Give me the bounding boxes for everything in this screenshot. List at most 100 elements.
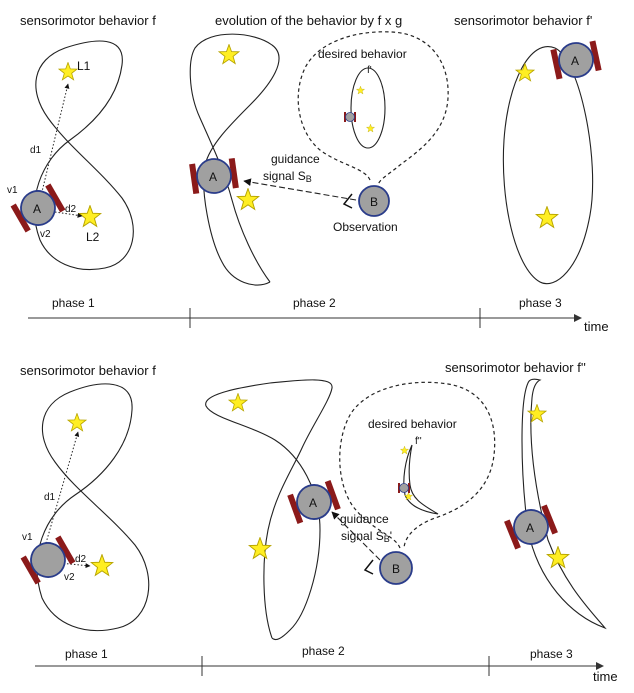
wheel-right bbox=[589, 40, 602, 72]
bottom-timeline-arrowhead bbox=[596, 662, 604, 670]
top-star-phase3-b bbox=[535, 206, 559, 228]
top-label-L2: L2 bbox=[86, 230, 100, 244]
top-title-phase3: sensorimotor behavior f' bbox=[454, 13, 592, 28]
bottom-robot-B bbox=[379, 551, 413, 585]
top-desired-mini-robot bbox=[344, 112, 356, 122]
bottom-robot-A-label-phase3: A bbox=[526, 521, 534, 535]
top-distance-line-d1 bbox=[39, 83, 70, 201]
bottom-title-phase1: sensorimotor behavior f bbox=[20, 363, 156, 378]
top-desired-trajectory bbox=[350, 67, 386, 149]
top-label-d2: d2 bbox=[65, 204, 77, 215]
top-label-d1: d1 bbox=[30, 145, 42, 156]
top-observation-label: Observation bbox=[333, 220, 398, 234]
bottom-guidance-line1: guidance bbox=[340, 512, 389, 526]
top-robot-A-phase1 bbox=[10, 183, 66, 233]
bottom-panel: sensorimotor behavior f sensorimotor beh… bbox=[20, 360, 618, 684]
bottom-phase2-trajectory bbox=[205, 379, 333, 641]
bottom-desired-star-b bbox=[404, 492, 413, 501]
top-phase3-label: phase 3 bbox=[519, 296, 562, 310]
bottom-robot-A-phase2 bbox=[287, 480, 341, 524]
wheel-left bbox=[287, 493, 304, 524]
bottom-eye-icon bbox=[363, 559, 374, 575]
top-distance-line-d2 bbox=[54, 211, 83, 218]
robot-body bbox=[20, 190, 56, 226]
bottom-label-v1: v1 bbox=[22, 532, 33, 543]
top-label-v1: v1 bbox=[7, 185, 18, 196]
wheel-right bbox=[55, 535, 76, 565]
bottom-desired-f-label: f'' bbox=[415, 436, 422, 447]
bottom-desired-trajectory bbox=[403, 444, 439, 515]
bottom-phase2-label: phase 2 bbox=[302, 644, 345, 658]
top-desired-star-b bbox=[366, 124, 375, 133]
bottom-star-phase3-b bbox=[546, 546, 570, 568]
bottom-star-L2 bbox=[90, 554, 114, 576]
bottom-robot-A-phase3 bbox=[504, 504, 558, 550]
bottom-guidance-line2: signal SB' bbox=[341, 529, 392, 544]
bottom-phase1-label: phase 1 bbox=[65, 647, 108, 661]
robot-body bbox=[196, 158, 232, 194]
bottom-label-d1: d1 bbox=[44, 492, 56, 503]
bottom-label-d2: d2 bbox=[75, 554, 87, 565]
top-robot-A-label-phase2: A bbox=[209, 170, 217, 184]
top-star-phase2-b bbox=[236, 188, 260, 210]
bottom-star-phase2-b bbox=[248, 537, 272, 559]
wheel-right bbox=[541, 504, 558, 535]
bottom-distance-line-d1 bbox=[43, 431, 80, 551]
top-timeline-arrowhead bbox=[574, 314, 582, 322]
top-guidance-line2: signal SB bbox=[263, 169, 312, 184]
top-star-phase2-a bbox=[218, 44, 240, 65]
top-time-label: time bbox=[584, 319, 609, 334]
top-star-phase3-a bbox=[515, 63, 535, 82]
top-robot-B bbox=[358, 185, 390, 217]
top-robot-B-label: B bbox=[370, 195, 378, 209]
top-title-phase2: evolution of the behavior by f x g bbox=[215, 13, 402, 28]
wheel-left bbox=[550, 48, 563, 80]
wheel-right bbox=[324, 480, 341, 511]
top-desired-f-label: f' bbox=[367, 65, 372, 76]
bottom-desired-star-a bbox=[400, 446, 409, 455]
top-phase1-label: phase 1 bbox=[52, 296, 95, 310]
bottom-robot-A-label-phase2: A bbox=[309, 496, 317, 510]
top-robot-A-label-phase1: A bbox=[33, 202, 41, 216]
bottom-desired-behavior-bubble bbox=[339, 381, 496, 549]
top-star-L1 bbox=[58, 62, 78, 81]
bottom-desired-behavior-label: desired behavior bbox=[368, 417, 457, 431]
top-phase2-label: phase 2 bbox=[293, 296, 336, 310]
robot-body bbox=[513, 509, 549, 545]
top-label-v2: v2 bbox=[40, 229, 51, 240]
bottom-star-phase2-a bbox=[228, 393, 248, 412]
robot-body bbox=[558, 42, 594, 78]
top-panel: sensorimotor behavior f evolution of the… bbox=[7, 13, 609, 334]
top-desired-star-a bbox=[356, 86, 365, 95]
top-phase3-trajectory bbox=[502, 46, 594, 285]
top-phase1-trajectory bbox=[33, 40, 134, 271]
bottom-phase1-trajectory bbox=[36, 383, 150, 632]
top-label-L1: L1 bbox=[77, 59, 91, 73]
bottom-guidance-arrow bbox=[331, 511, 381, 561]
wheel-left bbox=[10, 203, 31, 233]
robot-body bbox=[296, 484, 332, 520]
bottom-label-v2: v2 bbox=[64, 572, 75, 583]
bottom-phase3-label: phase 3 bbox=[530, 647, 573, 661]
bottom-star-L1 bbox=[67, 413, 87, 432]
top-eye-icon bbox=[342, 193, 353, 209]
top-star-L2 bbox=[78, 205, 102, 227]
robot-body bbox=[30, 542, 66, 578]
top-desired-behavior-label: desired behavior bbox=[318, 47, 407, 61]
top-guidance-line1: guidance bbox=[271, 152, 320, 166]
top-robot-A-label-phase3: A bbox=[571, 54, 579, 68]
bottom-robot-A-phase1 bbox=[20, 535, 76, 585]
top-guidance-arrow bbox=[243, 178, 357, 201]
wheel-right bbox=[45, 183, 66, 213]
bottom-time-label: time bbox=[593, 669, 618, 684]
wheel-left bbox=[189, 163, 200, 195]
top-robot-A-phase3 bbox=[550, 40, 602, 80]
wheel-left bbox=[20, 555, 41, 585]
bottom-robot-B-label: B bbox=[392, 562, 400, 576]
top-desired-behavior-bubble bbox=[297, 31, 449, 187]
bottom-desired-mini-robot bbox=[398, 483, 410, 493]
wheel-left bbox=[504, 519, 521, 550]
bottom-title-phase3: sensorimotor behavior f'' bbox=[445, 360, 586, 375]
top-robot-A-phase2 bbox=[189, 157, 239, 195]
